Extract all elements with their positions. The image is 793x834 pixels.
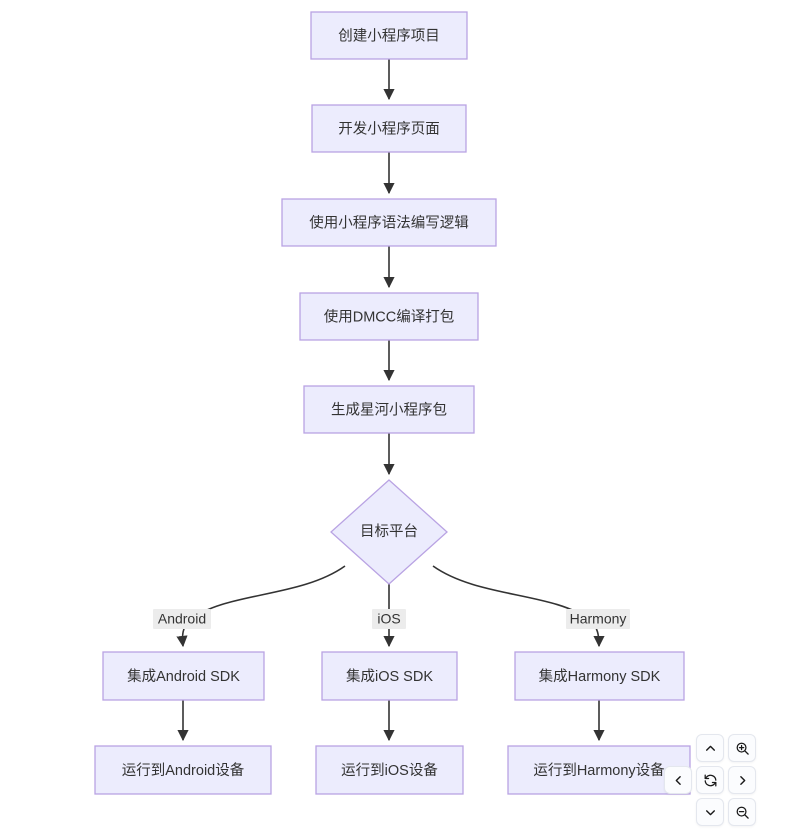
refresh-icon — [703, 773, 718, 788]
node-run-on-android-device[interactable]: 运行到Android设备 — [94, 745, 272, 795]
reset-view-button[interactable] — [696, 766, 724, 794]
chevron-left-icon — [672, 774, 685, 787]
node-label: 集成Harmony SDK — [539, 668, 661, 685]
node-label: 创建小程序项目 — [338, 27, 440, 44]
node-create-miniapp-project[interactable]: 创建小程序项目 — [310, 11, 468, 60]
pan-down-button[interactable] — [696, 798, 724, 826]
node-label: 生成星河小程序包 — [331, 401, 447, 418]
node-label: 运行到Android设备 — [122, 762, 245, 779]
node-label: 集成Android SDK — [127, 668, 240, 685]
node-integrate-harmony-sdk[interactable]: 集成Harmony SDK — [514, 651, 685, 701]
pan-right-button[interactable] — [728, 766, 756, 794]
magnifier-plus-icon — [735, 741, 750, 756]
node-run-on-ios-device[interactable]: 运行到iOS设备 — [315, 745, 464, 795]
edge-label-layer: Android iOS Harmony — [153, 609, 630, 629]
edge-d1-h1 — [432, 565, 605, 648]
node-develop-miniapp-pages[interactable]: 开发小程序页面 — [311, 104, 467, 153]
node-compile-with-dmcc[interactable]: 使用DMCC编译打包 — [299, 292, 479, 341]
edge-label-harmony-text: Harmony — [570, 611, 627, 627]
magnifier-minus-icon — [735, 805, 750, 820]
node-integrate-android-sdk[interactable]: 集成Android SDK — [102, 651, 265, 701]
edge-label-ios-text: iOS — [377, 611, 400, 627]
zoom-in-button[interactable] — [728, 734, 756, 762]
edge-d1-a1 — [176, 565, 346, 648]
chevron-up-icon — [704, 742, 717, 755]
pan-left-button[interactable] — [664, 766, 692, 794]
node-label: 使用小程序语法编写逻辑 — [309, 214, 469, 231]
edge-label-android-text: Android — [158, 611, 206, 627]
node-integrate-ios-sdk[interactable]: 集成iOS SDK — [321, 651, 458, 701]
node-label: 开发小程序页面 — [338, 120, 440, 137]
node-label: 运行到Harmony设备 — [533, 762, 665, 779]
chevron-down-icon — [704, 806, 717, 819]
node-label: 使用DMCC编译打包 — [324, 308, 455, 325]
node-generate-xinghe-package[interactable]: 生成星河小程序包 — [303, 385, 475, 434]
node-label: 集成iOS SDK — [346, 668, 433, 685]
edge-label-android: Android — [153, 609, 211, 629]
node-label: 目标平台 — [360, 523, 418, 540]
zoom-out-button[interactable] — [728, 798, 756, 826]
edge-label-harmony: Harmony — [566, 609, 630, 629]
edge-label-ios: iOS — [372, 609, 406, 629]
pan-up-button[interactable] — [696, 734, 724, 762]
node-run-on-harmony-device[interactable]: 运行到Harmony设备 — [507, 745, 691, 795]
chevron-right-icon — [736, 774, 749, 787]
node-target-platform-decision[interactable]: 目标平台 — [330, 479, 448, 585]
node-label: 运行到iOS设备 — [341, 762, 438, 779]
node-write-logic-with-miniapp-syntax[interactable]: 使用小程序语法编写逻辑 — [281, 198, 497, 247]
zoom-pan-control-cluster[interactable] — [664, 734, 760, 828]
node-layer: 创建小程序项目 开发小程序页面 使用小程序语法编写逻辑 使用DMCC编译打包 生… — [94, 11, 691, 795]
